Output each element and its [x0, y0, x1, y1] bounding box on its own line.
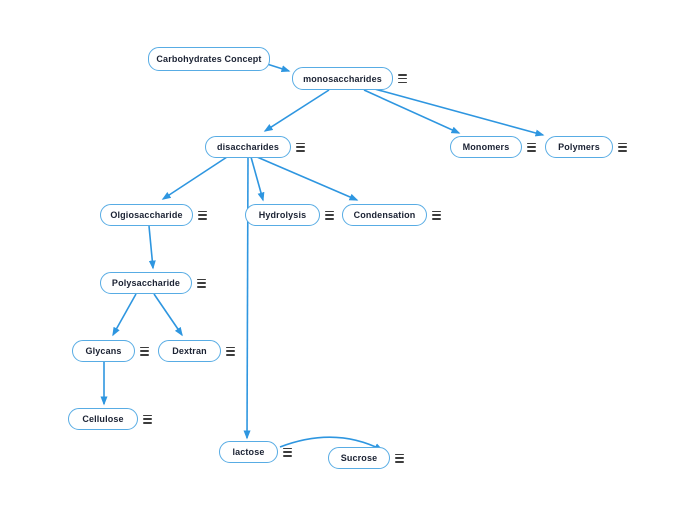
node-label: Polymers [558, 142, 600, 152]
node-dextran[interactable]: Dextran [158, 340, 221, 362]
node-label: Hydrolysis [258, 210, 307, 220]
hamburger-bar [296, 150, 305, 152]
edge-monosaccharides-to-disaccharides [263, 89, 330, 132]
hamburger-bar [527, 146, 536, 148]
hamburger-bar [143, 422, 152, 424]
edge-disaccharides-to-oligosaccharide [161, 156, 228, 200]
hamburger-menu-icon[interactable] [325, 210, 334, 220]
hamburger-bar [325, 218, 334, 220]
node-cellulose[interactable]: Cellulose [68, 408, 138, 430]
edge-disaccharides-to-lactose [243, 156, 251, 440]
hamburger-bar [143, 414, 152, 416]
hamburger-bar [140, 354, 149, 356]
edge-lactose-to-sucrose [279, 436, 384, 451]
node-label: monosaccharides [303, 73, 382, 84]
edge-monosaccharides-to-polymers [370, 87, 545, 137]
node-label: Dextran [172, 346, 207, 356]
node-carbohydrates-concept[interactable]: Carbohydrates Concept [148, 47, 270, 71]
node-label: Sucrose [340, 453, 378, 463]
node-label: Condensation [353, 210, 416, 220]
node-lactose[interactable]: lactose [219, 441, 278, 463]
hamburger-bar [198, 210, 207, 212]
hamburger-bar [283, 447, 292, 449]
edge-disaccharides-to-condensation [256, 156, 359, 201]
hamburger-bar [395, 453, 404, 455]
node-monosaccharides[interactable]: monosaccharides [292, 67, 393, 90]
node-label: Cellulose [82, 414, 124, 424]
node-disaccharides[interactable]: disaccharides [205, 136, 291, 158]
hamburger-bar [283, 455, 292, 457]
hamburger-bar [527, 142, 536, 144]
hamburger-menu-icon[interactable] [398, 74, 407, 83]
node-label: Polysaccharide [111, 278, 181, 288]
node-hydrolysis[interactable]: Hydrolysis [245, 204, 320, 226]
node-label: disaccharides [217, 142, 279, 152]
hamburger-bar [198, 218, 207, 220]
hamburger-bar [140, 346, 149, 348]
node-label: Monomers [462, 142, 510, 152]
node-monomers[interactable]: Monomers [450, 136, 522, 158]
hamburger-bar [296, 142, 305, 144]
hamburger-menu-icon[interactable] [226, 346, 235, 356]
node-glycans[interactable]: Glycans [72, 340, 135, 362]
node-polysaccharide[interactable]: Polysaccharide [100, 272, 192, 294]
hamburger-bar [226, 354, 235, 356]
node-label: Glycans [85, 346, 122, 356]
hamburger-bar [140, 350, 149, 352]
hamburger-bar [325, 214, 334, 216]
hamburger-menu-icon[interactable] [143, 414, 152, 424]
hamburger-bar [432, 218, 441, 220]
hamburger-menu-icon[interactable] [432, 210, 441, 220]
hamburger-menu-icon[interactable] [197, 278, 206, 288]
hamburger-menu-icon[interactable] [618, 142, 627, 152]
node-polymers[interactable]: Polymers [545, 136, 613, 158]
hamburger-bar [618, 146, 627, 148]
hamburger-bar [618, 142, 627, 144]
node-oligosaccharide[interactable]: Olgiosaccharide [100, 204, 193, 226]
edge-disaccharides-to-hydrolysis [250, 156, 265, 202]
edge-carbohydrates-concept-to-monosaccharides [266, 63, 291, 73]
hamburger-bar [398, 77, 407, 80]
hamburger-bar [398, 81, 407, 83]
hamburger-bar [226, 346, 235, 348]
hamburger-bar [198, 214, 207, 216]
edge-polysaccharide-to-glycans [112, 293, 137, 337]
hamburger-bar [325, 210, 334, 212]
hamburger-bar [618, 150, 627, 152]
hamburger-bar [432, 210, 441, 212]
hamburger-bar [527, 150, 536, 152]
hamburger-bar [296, 146, 305, 148]
hamburger-bar [143, 418, 152, 420]
hamburger-bar [197, 282, 206, 284]
hamburger-menu-icon[interactable] [395, 453, 404, 463]
hamburger-bar [197, 286, 206, 288]
edge-monosaccharides-to-monomers [363, 89, 461, 134]
hamburger-bar [197, 278, 206, 280]
hamburger-bar [226, 350, 235, 352]
edge-oligosaccharide-to-polysaccharide [148, 225, 156, 270]
hamburger-bar [432, 214, 441, 216]
hamburger-bar [283, 451, 292, 453]
node-label: Olgiosaccharide [110, 210, 183, 220]
hamburger-bar [395, 457, 404, 459]
hamburger-menu-icon[interactable] [283, 447, 292, 457]
edge-polysaccharide-to-dextran [153, 293, 183, 337]
node-sucrose[interactable]: Sucrose [328, 447, 390, 469]
hamburger-bar [395, 461, 404, 463]
hamburger-bar [398, 74, 407, 76]
node-condensation[interactable]: Condensation [342, 204, 427, 226]
hamburger-menu-icon[interactable] [296, 142, 305, 152]
node-label: Carbohydrates Concept [156, 54, 262, 64]
hamburger-menu-icon[interactable] [527, 142, 536, 152]
node-label: lactose [232, 447, 265, 457]
hamburger-menu-icon[interactable] [140, 346, 149, 356]
hamburger-menu-icon[interactable] [198, 210, 207, 220]
